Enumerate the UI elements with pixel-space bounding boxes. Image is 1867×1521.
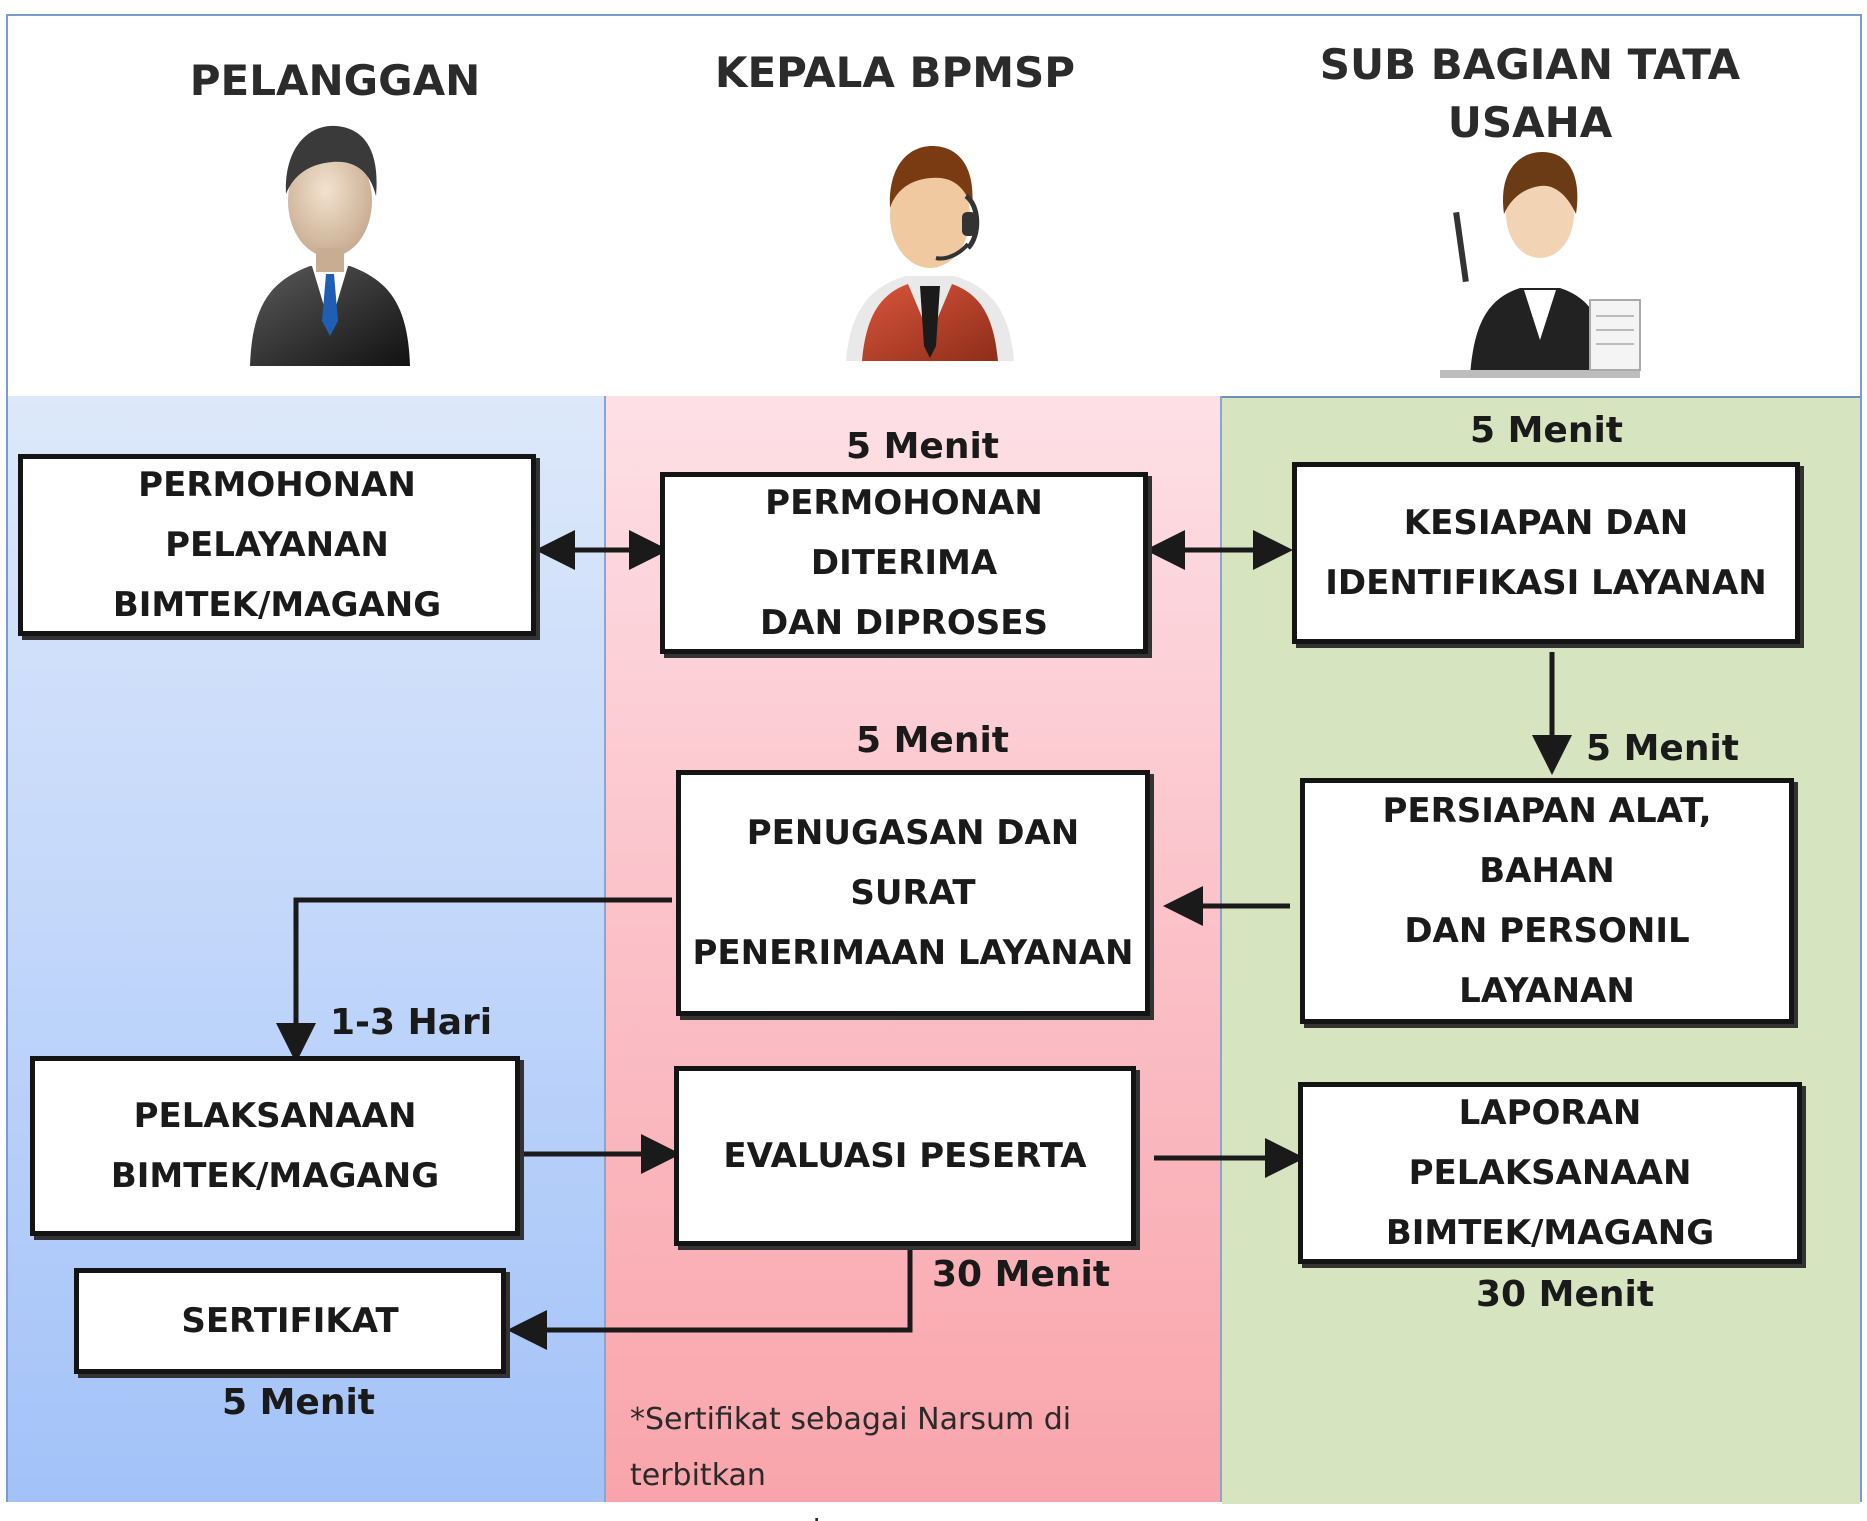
step-penugasan-surat: PENUGASAN DAN SURAT PENERIMAAN LAYANAN xyxy=(676,770,1150,1016)
time-penugasan: 5 Menit xyxy=(856,720,1009,761)
footnote-line2: pengguna layanan xyxy=(630,1504,1210,1521)
time-kesiapan: 5 Menit xyxy=(1470,410,1623,451)
actor-tata-usaha-line2: USAHA xyxy=(1447,98,1613,147)
time-evaluasi: 30 Menit xyxy=(932,1254,1111,1295)
actor-tata-usaha-label: SUB BAGIAN TATA USAHA xyxy=(1310,36,1750,152)
footnote-line1: *Sertifikat sebagai Narsum di terbitkan xyxy=(630,1402,1072,1493)
time-laporan: 30 Menit xyxy=(1476,1274,1655,1315)
office-clerk-icon xyxy=(1440,152,1641,378)
step-permohonan-diterima: PERMOHONAN DITERIMA DAN DIPROSES xyxy=(660,472,1148,654)
step-kesiapan-identifikasi: KESIAPAN DAN IDENTIFIKASI LAYANAN xyxy=(1292,462,1800,644)
actor-pelanggan-label: PELANGGAN xyxy=(189,56,481,105)
time-persiapan: 5 Menit xyxy=(1586,728,1739,769)
footnote-sertifikat-narsum: *Sertifikat sebagai Narsum di terbitkan … xyxy=(630,1392,1210,1521)
actor-kepala-bpmsp-label: KEPALA BPMSP xyxy=(714,48,1076,97)
step-sertifikat: SERTIFIKAT xyxy=(74,1268,506,1374)
step-permohonan-pelayanan: PERMOHONAN PELAYANAN BIMTEK/MAGANG xyxy=(18,454,536,636)
step-pelaksanaan: PELAKSANAAN BIMTEK/MAGANG xyxy=(30,1056,520,1236)
actor-tata-usaha-line1: SUB BAGIAN TATA xyxy=(1319,40,1741,89)
time-diterima: 5 Menit xyxy=(846,426,999,467)
step-laporan-pelaksanaan: LAPORAN PELAKSANAAN BIMTEK/MAGANG xyxy=(1298,1082,1802,1264)
headset-operator-icon xyxy=(846,146,1014,361)
step-evaluasi-peserta: EVALUASI PESERTA xyxy=(674,1066,1136,1246)
customer-avatar-icon xyxy=(250,125,410,366)
time-pelaksanaan: 1-3 Hari xyxy=(330,1002,493,1043)
arrow-evaluasi-sertifikat xyxy=(507,1250,913,1350)
arrow-penugasan-pelaksanaan xyxy=(276,897,672,1063)
step-persiapan-alat: PERSIAPAN ALAT, BAHAN DAN PERSONIL LAYAN… xyxy=(1300,778,1794,1024)
time-sertifikat: 5 Menit xyxy=(222,1382,375,1423)
